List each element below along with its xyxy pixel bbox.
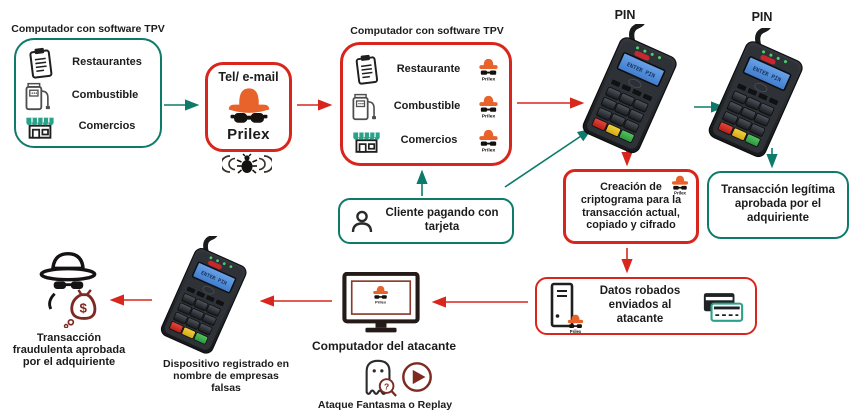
pinpad-device: ENTER PIN (708, 28, 803, 158)
credit-cards-icon (703, 292, 744, 322)
bug-broadcast (222, 153, 272, 175)
list-item: Restaurantes (24, 46, 152, 80)
item-label: Combustible (71, 89, 139, 102)
prilex-wordmark: Prilex (227, 126, 270, 143)
bug-signal-icon (222, 153, 272, 174)
contact-title: Tel/ e-mail (218, 70, 279, 84)
prilex-badge-icon: Prilex (671, 175, 689, 196)
attacker-server: Prilex (547, 282, 584, 334)
store-icon (26, 117, 54, 139)
prilex-badge-label: Prilex (375, 299, 387, 304)
stolen-data-box: Prilex Datos robados enviados al atacant… (535, 277, 757, 335)
cryptogram-label: Creación de criptograma para la transacc… (580, 180, 682, 232)
fake-device-label: Dispositivo registrado en nombre de empr… (162, 358, 290, 394)
ghost-attack: ? (360, 356, 398, 398)
pinpad-device: ENTER PIN (582, 24, 677, 154)
list-item: Combustible (24, 80, 152, 112)
client-box: Cliente pagando con tarjeta (338, 198, 514, 244)
attack-type-label: Ataque Fantasma o Replay (317, 399, 453, 411)
attacker-computer: Prilex (340, 272, 422, 336)
prilex-badge-label: Prilex (482, 148, 496, 153)
replay-play-icon (402, 362, 432, 392)
pinpad-fake-company: ENTER PIN (152, 236, 256, 360)
fuel-pump-icon (352, 93, 377, 121)
clipboard-icon (29, 47, 53, 79)
clipboard-icon (355, 55, 379, 85)
fuel-pump-icon (25, 82, 50, 111)
prilex-badge-label: Prilex (482, 114, 496, 119)
pin-label-left: PIN (614, 8, 636, 22)
ghost-icon: ? (365, 359, 397, 397)
prilex-badge-label: Prilex (482, 77, 496, 82)
question-glyph: ? (384, 381, 389, 391)
item-label: Comercios (400, 134, 458, 147)
pinpad-legit: ENTER PIN (700, 28, 812, 164)
pos-infected-box: Restaurante Prilex Combustible Prilex Co… (340, 42, 512, 166)
person-icon (351, 210, 373, 233)
dollar-glyph: $ (80, 301, 88, 316)
fraudster-money-icon: $ (39, 251, 97, 328)
pos-clean-title: Computador con software TPV (11, 23, 165, 35)
prilex-badge-label: Prilex (570, 329, 582, 334)
legit-transaction-box: Transacción legítima aprobada por el adq… (707, 171, 849, 239)
prilex-badge-label: Prilex (674, 191, 687, 196)
item-label: Restaurante (396, 63, 461, 76)
prilex-badge-icon: Prilex (479, 59, 498, 82)
prilex-hat-icon (228, 88, 269, 123)
pin-label-right: PIN (751, 10, 773, 24)
client-label: Cliente pagando con tarjeta (385, 207, 499, 233)
list-item: Comercios Prilex (351, 127, 501, 155)
prilex-badge-icon: Prilex (567, 314, 584, 334)
pinpad-device: ENTER PIN (160, 236, 247, 354)
item-label: Combustible (393, 99, 461, 112)
list-item: Restaurante Prilex (351, 53, 501, 86)
attacker-monitor-icon: Prilex (342, 272, 420, 333)
item-label: Restaurantes (72, 56, 142, 69)
legit-label: Transacción legítima aprobada por el adq… (721, 184, 835, 224)
attacker-label: Computador del atacante (311, 339, 457, 353)
pinpad-infected: ENTER PIN (574, 24, 686, 160)
stolen-label: Datos robados enviados al atacante (599, 285, 681, 325)
prilex-badge-icon: Prilex (479, 95, 498, 119)
pos-clean-box: Restaurantes Combustible Comercios (14, 38, 162, 148)
replay-attack (400, 360, 434, 394)
list-item: Combustible Prilex (351, 91, 501, 122)
fraud-label: Transacción fraudulenta aprobada por el … (12, 332, 126, 368)
computer-tower-icon (550, 282, 574, 328)
item-label: Comercios (78, 119, 136, 132)
contact-box: Tel/ e-mail Prilex (205, 62, 292, 152)
cryptogram-box: Creación de criptograma para la transacc… (563, 169, 699, 244)
store-icon (353, 132, 380, 153)
list-item: Comercios (24, 112, 152, 141)
prilex-badge-icon: Prilex (479, 130, 498, 153)
pos-infected-title: Computador con software TPV (350, 25, 504, 37)
fraudster: $ (28, 248, 108, 328)
